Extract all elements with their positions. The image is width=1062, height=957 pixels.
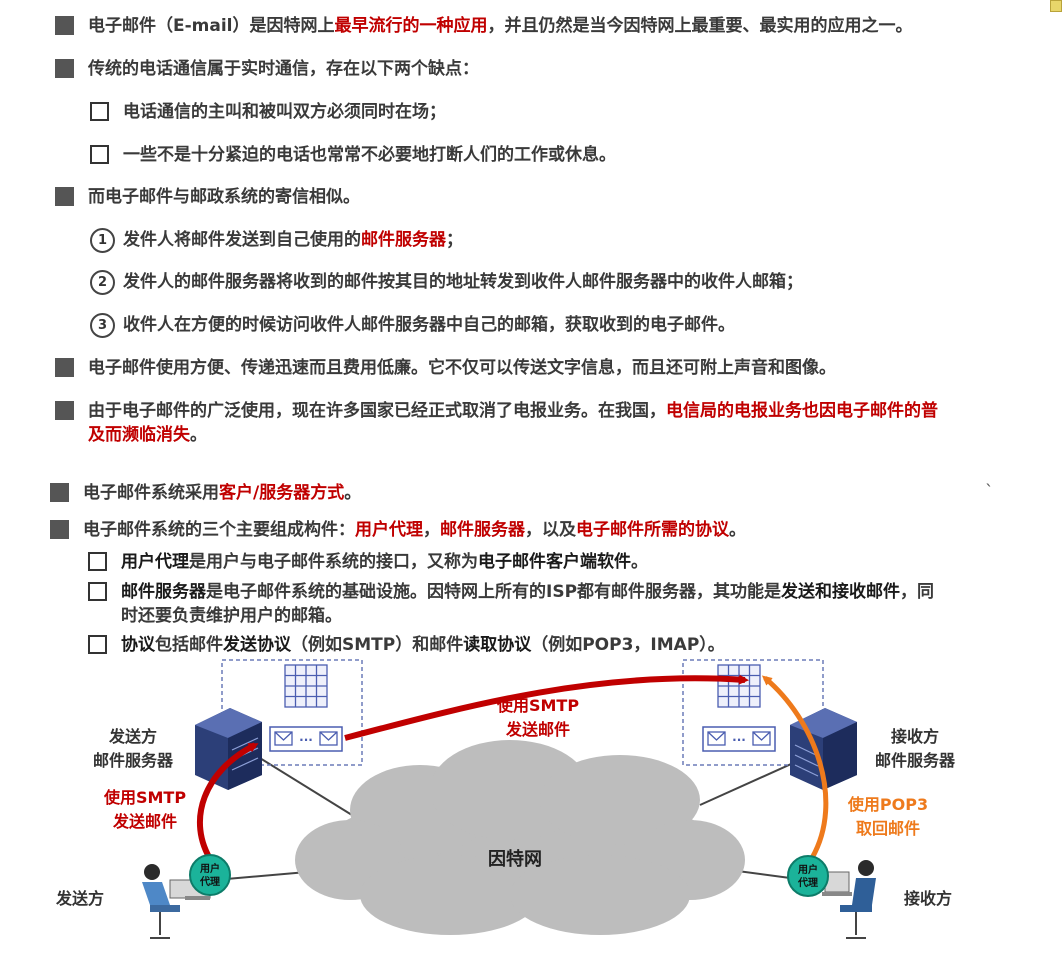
svg-text:代理: 代理 bbox=[199, 875, 220, 888]
envelope-icon bbox=[752, 731, 771, 746]
sender-server-icon bbox=[195, 708, 262, 790]
sender-user-agent-badge: 用户 代理 bbox=[189, 854, 231, 896]
stray-mark: ` bbox=[985, 482, 994, 502]
svg-text:用户: 用户 bbox=[797, 863, 818, 876]
step-3: 3 收件人在方便的时候访问收件人邮件服务器中自己的邮箱，获取收到的电子邮件。 bbox=[90, 313, 735, 338]
queue-dots: ··· bbox=[299, 733, 313, 747]
bullet-square-icon bbox=[55, 401, 74, 420]
bullet-square-icon bbox=[55, 358, 74, 377]
sender-label: 发送方 bbox=[55, 889, 104, 908]
sub-phone-drawback-2: 一些不是十分紧迫的电话也常常不必要地打断人们的工作或休息。 bbox=[90, 143, 616, 167]
pop3-label-1: 使用POP3 bbox=[847, 795, 928, 814]
sub-mail-server: 邮件服务器是电子邮件系统的基础设施。因特网上所有的ISP都有邮件服务器，其功能是… bbox=[88, 580, 951, 628]
bullet-components: 电子邮件系统的三个主要组成构件：用户代理，邮件服务器，以及电子邮件所需的协议。 bbox=[50, 518, 746, 542]
smtp-submit-label-1: 使用SMTP bbox=[103, 788, 186, 807]
hollow-square-icon bbox=[88, 635, 107, 654]
smtp-relay-label-1: 使用SMTP bbox=[496, 696, 579, 715]
svg-text:代理: 代理 bbox=[797, 876, 818, 889]
bullet-client-server: 电子邮件系统采用客户/服务器方式。 bbox=[50, 481, 361, 505]
receiver-user-agent-badge: 用户 代理 bbox=[787, 855, 829, 897]
receiver-mail-queue: ··· bbox=[702, 726, 776, 752]
receiver-user-icon bbox=[822, 860, 876, 939]
hollow-square-icon bbox=[88, 552, 107, 571]
internet-label: 因特网 bbox=[488, 848, 542, 870]
smtp-relay-label-2: 发送邮件 bbox=[505, 720, 570, 739]
hollow-square-icon bbox=[90, 145, 109, 164]
pop3-label-2: 取回邮件 bbox=[856, 819, 920, 838]
bullet-square-icon bbox=[50, 483, 69, 502]
bullet-email-advantages: 电子邮件使用方便、传递迅速而且费用低廉。它不仅可以传送文字信息，而且还可附上声音… bbox=[55, 356, 836, 380]
smtp-submit-label-2: 发送邮件 bbox=[112, 812, 177, 831]
sender-server-label-2: 邮件服务器 bbox=[93, 751, 174, 770]
receiver-server-label-1: 接收方 bbox=[891, 727, 939, 746]
internet-cloud bbox=[295, 740, 745, 935]
bullet-square-icon bbox=[55, 16, 74, 35]
queue-dots: ··· bbox=[732, 733, 746, 747]
envelope-icon bbox=[274, 731, 293, 746]
sender-server-label-1: 发送方 bbox=[108, 727, 157, 746]
smtp-submit-arrow bbox=[196, 742, 259, 864]
envelope-icon bbox=[319, 731, 338, 746]
circled-number-icon: 1 bbox=[90, 228, 115, 253]
bullet-square-icon bbox=[55, 59, 74, 78]
bullet-email-definition: 电子邮件（E-mail）是因特网上最早流行的一种应用，并且仍然是当今因特网上最重… bbox=[55, 14, 913, 38]
sub-user-agent: 用户代理是用户与电子邮件系统的接口，又称为电子邮件客户端软件。 bbox=[88, 550, 648, 574]
receiver-label: 接收方 bbox=[904, 889, 952, 908]
sub-protocol: 协议包括邮件发送协议（例如SMTP）和邮件读取协议（例如POP3，IMAP）。 bbox=[88, 633, 725, 657]
sender-mail-queue: ··· bbox=[269, 726, 343, 752]
bullet-phone-drawbacks: 传统的电话通信属于实时通信，存在以下两个缺点： bbox=[55, 57, 479, 81]
envelope-icon bbox=[707, 731, 726, 746]
smtp-relay-arrow bbox=[344, 674, 749, 741]
receiver-mailbox-grid-icon bbox=[717, 664, 761, 708]
hollow-square-icon bbox=[90, 102, 109, 121]
bullet-square-icon bbox=[50, 520, 69, 539]
bullet-square-icon bbox=[55, 187, 74, 206]
hollow-square-icon bbox=[88, 582, 107, 601]
sub-phone-drawback-1: 电话通信的主叫和被叫双方必须同时在场； bbox=[90, 100, 446, 124]
receiver-server-icon bbox=[790, 708, 857, 790]
bullet-telegram-decline: 由于电子邮件的广泛使用，现在许多国家已经正式取消了电报业务。在我国，电信局的电报… bbox=[55, 399, 948, 447]
sender-mailbox-grid-icon bbox=[284, 664, 328, 708]
receiver-server-label-2: 邮件服务器 bbox=[875, 751, 956, 770]
svg-text:用户: 用户 bbox=[199, 862, 220, 875]
step-1: 1 发件人将邮件发送到自己使用的邮件服务器； bbox=[90, 228, 463, 253]
circled-number-icon: 2 bbox=[90, 270, 115, 295]
circled-number-icon: 3 bbox=[90, 313, 115, 338]
pop3-retrieve-arrow bbox=[761, 675, 829, 860]
step-2: 2 发件人的邮件服务器将收到的邮件按其目的地址转发到收件人邮件服务器中的收件人邮… bbox=[90, 270, 803, 295]
bullet-postal-analogy: 而电子邮件与邮政系统的寄信相似。 bbox=[55, 185, 360, 209]
